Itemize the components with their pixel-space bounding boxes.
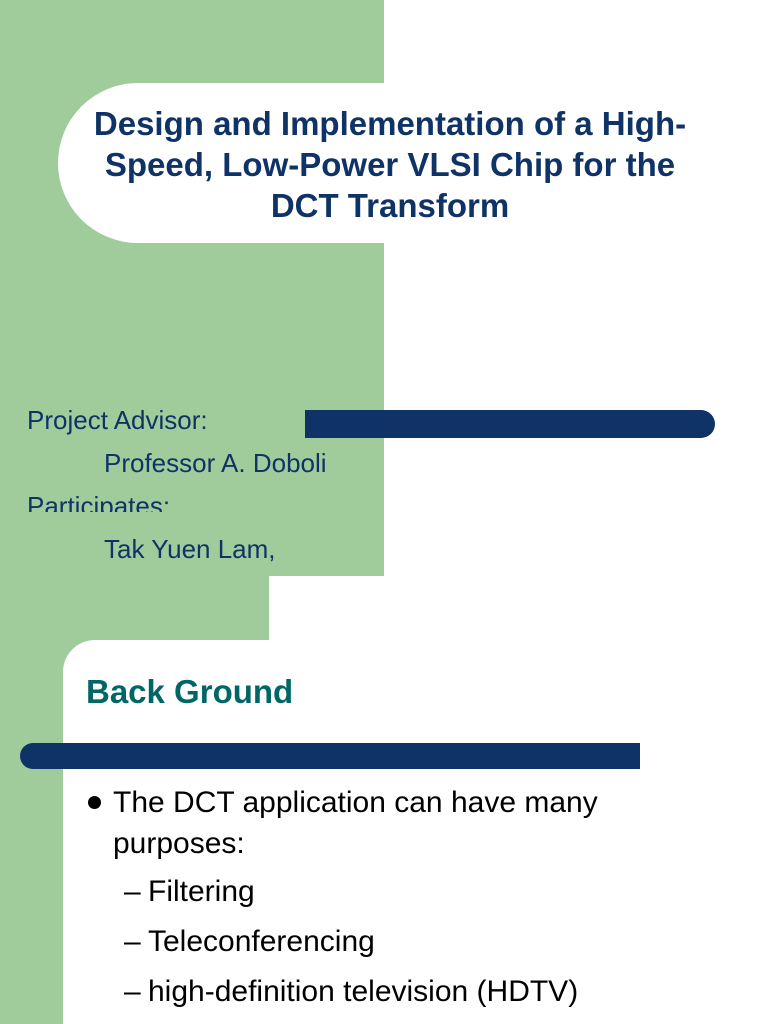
sub-item-label: high-definition television (HDTV) — [148, 975, 579, 1008]
dash-icon: – — [124, 975, 141, 1008]
sub-item-label: Teleconferencing — [148, 925, 375, 958]
advisor-name: Professor A. Doboli — [104, 448, 327, 478]
bullet-icon — [88, 796, 101, 809]
section-heading: Back Ground — [86, 673, 294, 710]
navy-accent-bar — [305, 410, 715, 438]
dash-icon: – — [124, 925, 141, 958]
participants-label: Participates: — [27, 491, 171, 512]
sub-item-teleconferencing: –Teleconferencing — [124, 924, 375, 960]
background-slide: Tak Yuen Lam, Back Ground The DCT applic… — [0, 512, 768, 1024]
slide-title: Design and Implementation of a High-Spee… — [93, 105, 687, 224]
advisor-label: Project Advisor: — [27, 405, 208, 435]
navy-accent-bar — [20, 743, 640, 769]
bullet-text: The DCT application can have many purpos… — [113, 786, 598, 860]
sub-item-label: Filtering — [148, 875, 255, 908]
green-side-panel-top — [0, 512, 384, 576]
dash-icon: – — [124, 875, 141, 908]
participant-name: Tak Yuen Lam, — [104, 534, 276, 564]
title-slide: Design and Implementation of a High-Spee… — [0, 0, 768, 512]
content-card — [63, 640, 768, 1024]
sub-item-filtering: –Filtering — [124, 874, 255, 910]
sub-item-hdtv: –high-definition television (HDTV) — [124, 974, 578, 1010]
title-banner — [58, 83, 768, 243]
